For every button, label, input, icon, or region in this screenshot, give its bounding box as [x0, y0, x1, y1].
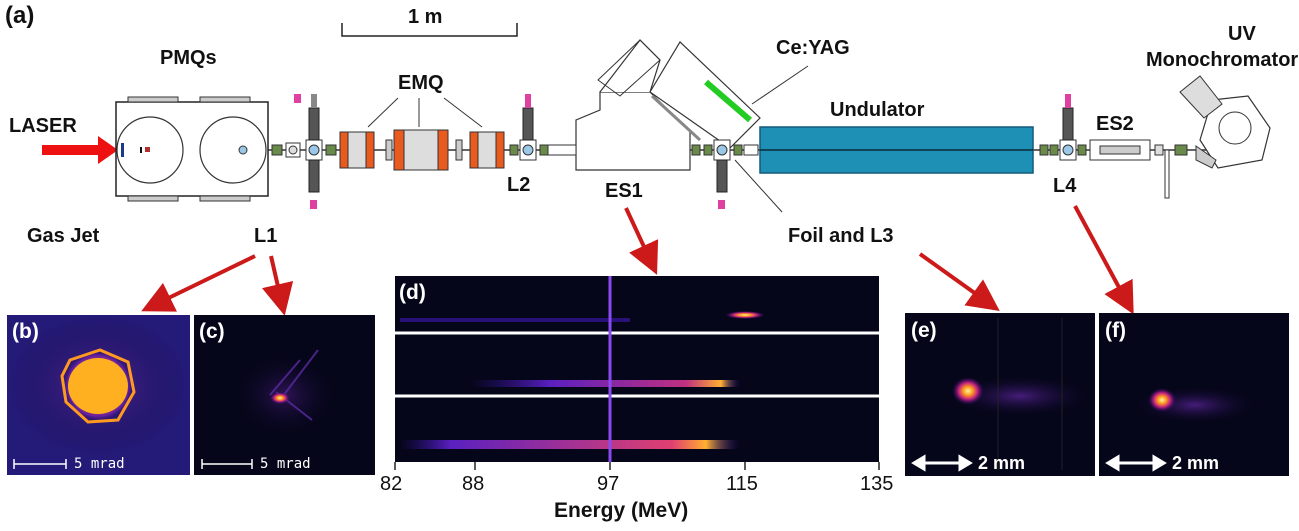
panel-f-scale: 2 mm — [1172, 453, 1220, 473]
panel-f-image — [1099, 313, 1289, 476]
panel-b-scale: 5 mrad — [74, 456, 125, 472]
panel-c-scale: 5 mrad — [260, 456, 311, 472]
panel-f-label: (f) — [1105, 319, 1126, 342]
undulator-label: Undulator — [830, 99, 925, 121]
tick-label-97: 97 — [597, 473, 620, 495]
foil-l3-label: Foil and L3 — [788, 225, 894, 247]
scale-bar-label: 1 m — [408, 6, 443, 28]
emq-triplet — [325, 97, 505, 171]
panel-c-label: (c) — [199, 320, 225, 343]
es2-chamber — [1089, 139, 1188, 199]
es1-label: ES1 — [605, 180, 643, 202]
l2-label: L2 — [507, 174, 531, 196]
l1-label: L1 — [254, 225, 278, 247]
l1-station — [271, 94, 323, 209]
l4-station — [1039, 94, 1087, 161]
panel-b-label: (b) — [12, 320, 39, 343]
panel-e-label: (e) — [911, 319, 937, 342]
scale-bar-line — [341, 23, 518, 37]
l2-station — [509, 94, 549, 161]
panel-d-image — [395, 276, 879, 462]
panel-e-image — [905, 313, 1095, 476]
emq-label: EMQ — [398, 72, 444, 94]
pointer-arrows — [141, 205, 1134, 316]
tick-label-135: 135 — [860, 473, 894, 495]
pmq-chamber — [115, 96, 269, 202]
panel-c-image — [194, 315, 375, 475]
energy-axis-label: Energy (MeV) — [554, 499, 689, 522]
laser-arrow-shaft — [42, 145, 100, 155]
tick-label-88: 88 — [462, 473, 485, 495]
panel-b-image — [7, 315, 190, 475]
uv-label: UV — [1228, 23, 1256, 45]
panel-e-scale: 2 mm — [978, 453, 1026, 473]
es2-label: ES2 — [1096, 113, 1134, 135]
mm-scale-arrows — [911, 454, 1167, 472]
l4-label: L4 — [1053, 175, 1077, 197]
monochromator-label: Monochromator — [1146, 49, 1299, 71]
laser-label: LASER — [9, 115, 77, 137]
tick-label-115: 115 — [726, 473, 758, 495]
gas-jet-label: Gas Jet — [27, 225, 100, 247]
laser-arrow-head — [98, 136, 118, 164]
es1-spectrometer — [547, 39, 809, 171]
panel-d-label: (d) — [399, 281, 426, 304]
ceyag-label: Ce:YAG — [776, 37, 850, 59]
scale-arrows — [13, 459, 253, 469]
panel-a-label: (a) — [5, 2, 35, 29]
pmqs-label: PMQs — [160, 47, 217, 69]
l3-station — [691, 139, 783, 213]
tick-label-82: 82 — [380, 473, 403, 495]
uv-monochromator — [1179, 75, 1271, 169]
energy-axis-ticks — [394, 462, 880, 470]
